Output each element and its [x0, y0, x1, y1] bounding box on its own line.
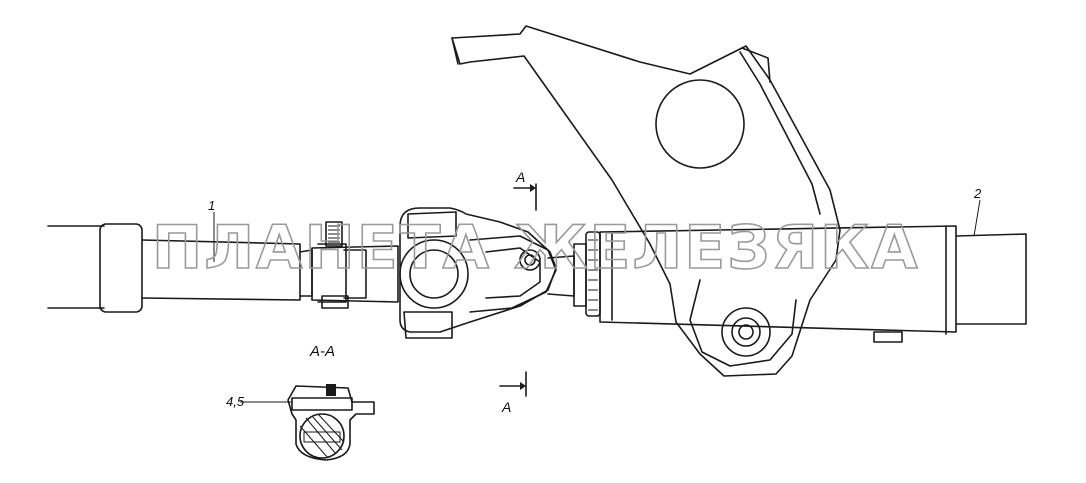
joint-bottom-cap: [403, 311, 453, 339]
left-shaft-collar: [99, 223, 143, 313]
clamp-bolt-top: [325, 221, 343, 247]
mounting-bracket: [451, 25, 841, 377]
left-clamp: [311, 221, 399, 309]
section-label-top: A: [515, 169, 525, 185]
part-label-45: 4,5: [226, 394, 245, 409]
universal-joint: [399, 207, 575, 339]
bracket-hole: [655, 79, 745, 169]
bracket-bushing-inner: [731, 317, 761, 347]
part-label-1: 1: [208, 198, 215, 213]
section-clamp-body: [287, 385, 375, 461]
leader-2: 2: [973, 186, 982, 237]
housing-foot: [873, 331, 903, 343]
section-label-bottom: A: [501, 399, 511, 415]
section-marker-bottom: A: [499, 371, 527, 415]
leader-1: 1: [208, 198, 215, 262]
joint-cross-circle: [399, 239, 469, 309]
joint-nut: [519, 249, 541, 271]
part-label-2: 2: [973, 186, 982, 201]
left-shaft: [47, 223, 313, 313]
right-shaft: [955, 233, 1027, 325]
clamp-nut-bottom: [321, 295, 349, 309]
watermark: ПЛАНЕТА ЖЕЛЕЗЯКА: [152, 213, 920, 283]
section-bolt: [291, 397, 353, 411]
section-shaft-circle: [299, 413, 345, 459]
joint-top-cap: [407, 211, 457, 239]
bracket-bushing-outer: [721, 307, 771, 357]
steering-column-housing: [599, 225, 957, 343]
section-marker-top: A: [513, 169, 537, 211]
section-view-title: A-A: [309, 343, 335, 360]
section-view-aa: A-A 4,5: [226, 343, 375, 461]
splined-coupling: [573, 231, 601, 317]
